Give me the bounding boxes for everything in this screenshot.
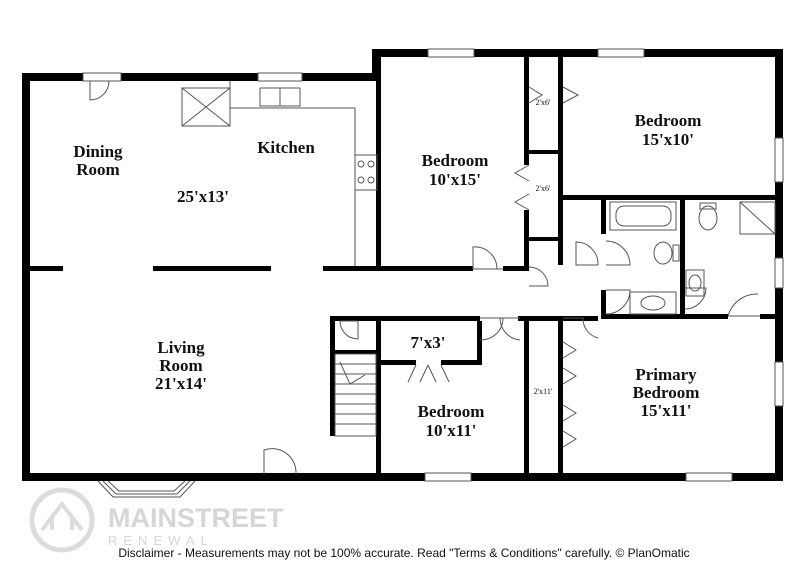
bedroom-top-middle-label: Bedroom [422,151,489,170]
interior-walls [30,57,783,476]
bedroom-top-middle-dims: 10'x15' [429,170,481,189]
bedroom-bottom-dims: 10'x11' [425,421,476,440]
living-label-1: Living [157,338,205,357]
stairs [334,353,377,437]
watermark-logo: MAINSTREET RENEWAL [29,487,284,553]
watermark-line1: MAINSTREET [108,503,284,533]
bedroom-bottom-label: Bedroom [418,402,485,421]
primary-label-2: Bedroom [633,383,700,402]
closet-mid-dims: 7'x3' [411,333,446,352]
closet-lower-dims: 2'x6' [536,184,551,193]
windows [97,48,784,498]
dining-label-2: Room [76,160,119,179]
dining-label-1: Dining [73,142,123,161]
kitchen-fixtures [181,81,378,266]
closet-upper-dims: 2'x6' [536,98,551,107]
doors [82,72,760,475]
primary-label-1: Primary [635,365,697,384]
living-dims: 21'x14' [155,374,207,393]
living-label-2: Room [159,356,202,375]
watermark-line2: RENEWAL [108,533,214,548]
kitchen-dims: 25'x13' [177,187,229,206]
primary-dims: 15'x11' [640,401,691,420]
closet-primary-dims: 2'x11' [534,387,553,396]
disclaimer-text: Disclaimer - Measurements may not be 100… [118,546,689,560]
bedroom-top-right-label: Bedroom [635,111,702,130]
bedroom-top-right-dims: 15'x10' [642,130,694,149]
bath-fixtures [609,201,776,315]
kitchen-label: Kitchen [257,138,315,157]
